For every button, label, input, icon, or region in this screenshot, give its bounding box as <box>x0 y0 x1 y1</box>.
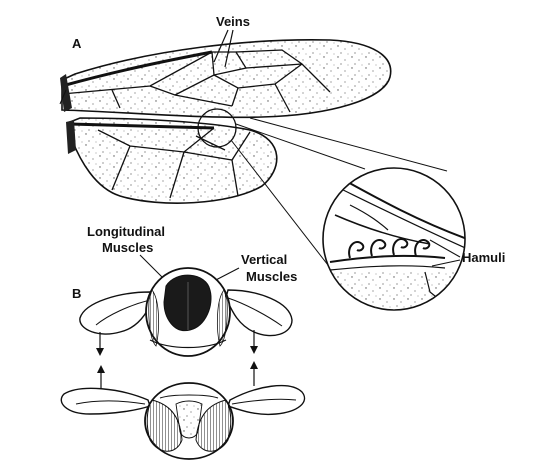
hamuli-zoom-circle <box>323 168 470 320</box>
panel-b-label: B <box>72 286 81 301</box>
hindwing <box>66 118 277 203</box>
thorax-downstroke <box>61 383 304 459</box>
hamuli-label: Hamuli <box>462 250 505 265</box>
longitudinal-label-line2: Muscles <box>102 240 153 255</box>
forewing <box>60 40 391 118</box>
vertical-label-line1: Vertical <box>241 252 287 267</box>
panel-a-label: A <box>72 36 82 51</box>
vertical-label-line2: Muscles <box>246 269 297 284</box>
longitudinal-label-line1: Longitudinal <box>87 224 165 239</box>
veins-label: Veins <box>216 14 250 29</box>
vertical-callout: Vertical Muscles <box>212 252 297 284</box>
